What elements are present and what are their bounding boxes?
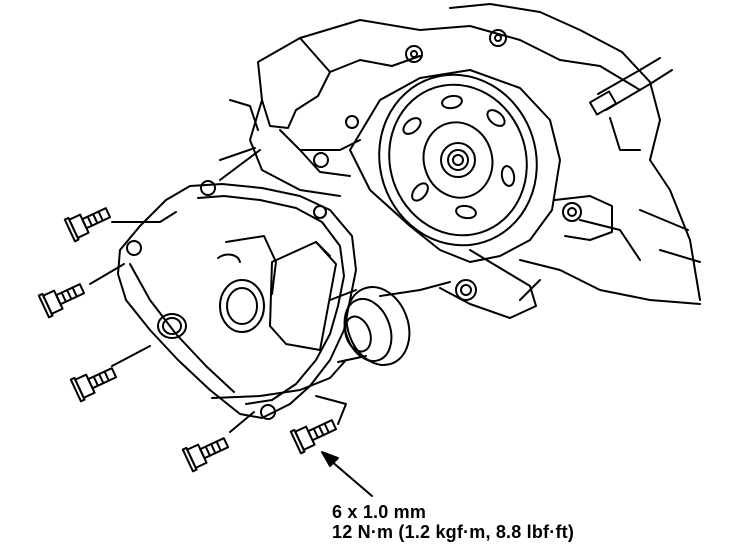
torque-spec-label: 12 N·m (1.2 kgf·m, 8.8 lbf·ft) [332,522,575,542]
bolt-2 [37,283,86,319]
engine-block [219,3,701,319]
bolt-3 [69,367,118,403]
callout-arrow [321,451,373,497]
bolt-5 [289,419,338,455]
bolt-1 [63,207,112,243]
lower-timing-cover [89,149,411,433]
crank-pulley [349,69,561,263]
bolt-4 [181,437,230,473]
bolt-size-label: 6 x 1.0 mm [332,502,427,522]
